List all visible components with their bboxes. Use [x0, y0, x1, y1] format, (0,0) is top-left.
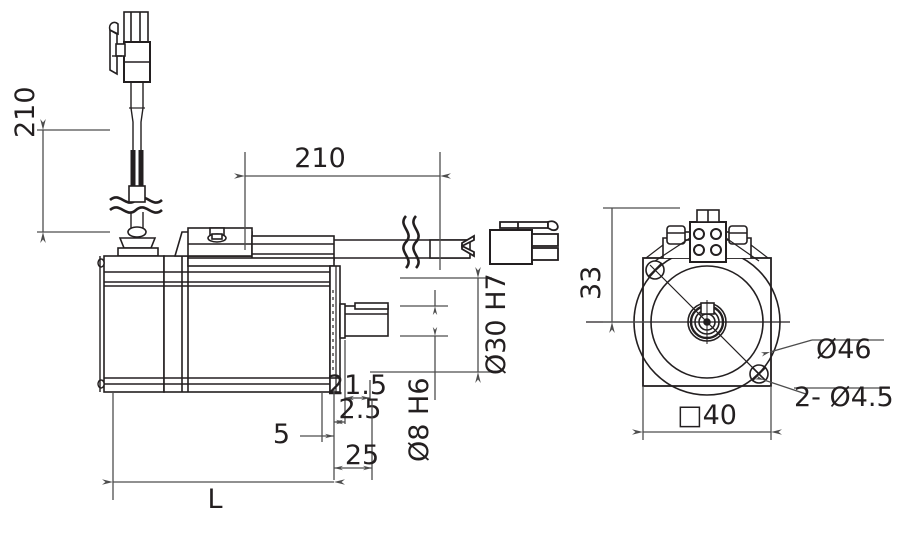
- cable-grommet: [117, 185, 159, 257]
- motor-shaft: [339, 302, 389, 339]
- dim-label-connector-height: 33: [576, 266, 607, 300]
- cable-break-symbol-horizontal: [402, 215, 420, 269]
- dim-label-pilot-dia: Ø30 H7: [481, 273, 512, 375]
- side-view-dimensions: 210 210 Ø30 H7 Ø8 H6 21.5 2.5 5: [10, 86, 512, 515]
- dim-label-shaft-length: 21.5: [327, 370, 387, 401]
- dim-label-cable-vertical: 210: [10, 86, 41, 138]
- dim-label-flange-offset: 5: [273, 419, 290, 450]
- dim-label-mounting-holes: 2- Ø4.5: [794, 382, 894, 413]
- power-connector: [461, 220, 559, 265]
- side-view: [97, 11, 559, 393]
- dim-label-body-square: □40: [677, 400, 737, 431]
- dim-label-front-extension: 25: [345, 440, 379, 471]
- leader-holes: [754, 375, 807, 395]
- dim-label-overall-length: L: [207, 484, 222, 515]
- dim-label-cable-horizontal: 210: [294, 143, 346, 174]
- dim-label-flange-step: 2.5: [339, 394, 382, 425]
- terminal-block: [173, 227, 335, 267]
- dim-label-pilot-circle: Ø46: [816, 334, 872, 365]
- dim-label-shaft-dia: Ø8 H6: [404, 378, 435, 463]
- front-view-dimensions: 33 Ø46 2- Ø4.5 □40: [576, 207, 894, 440]
- encoder-connector: [108, 11, 151, 186]
- front-connector-assembly: [645, 209, 769, 263]
- motor-body: [97, 255, 331, 393]
- leader-d46: [760, 339, 813, 357]
